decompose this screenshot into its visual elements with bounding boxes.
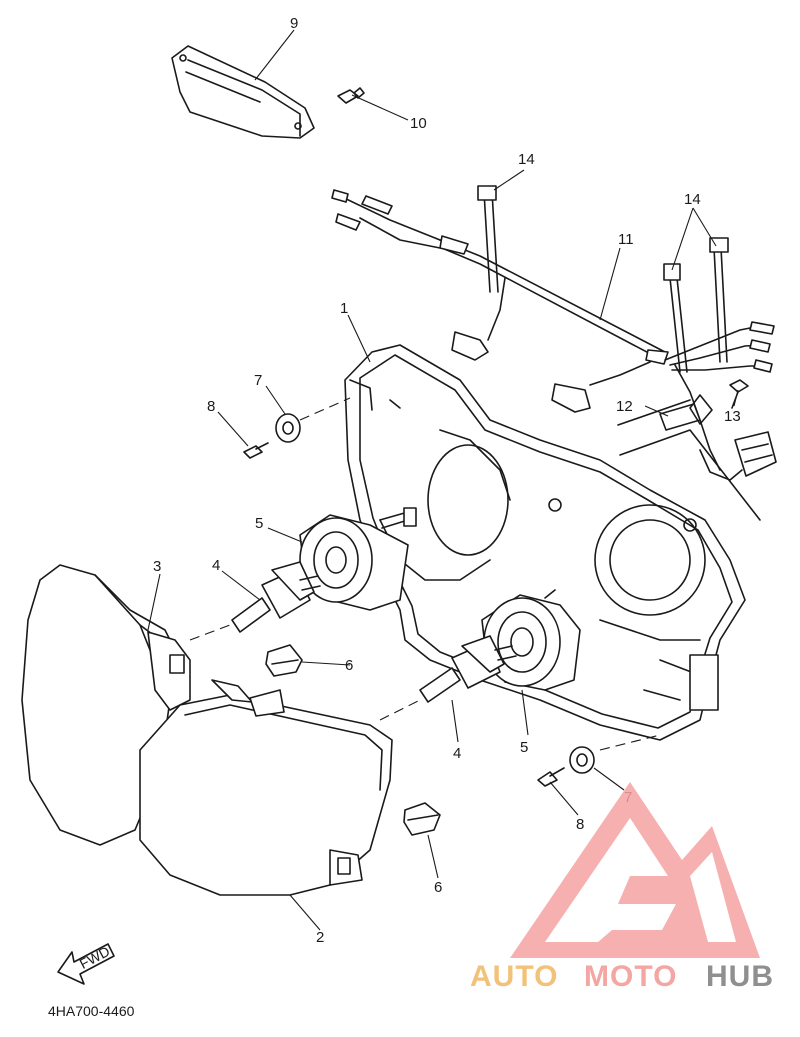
part-8-screw-upper <box>243 442 269 459</box>
part-12-sleeve <box>617 394 761 521</box>
callout-9: 9 <box>290 15 298 32</box>
callout-4-lower: 4 <box>453 745 461 762</box>
part-13-bolt <box>729 379 749 409</box>
watermark-text-auto: AUTO <box>470 960 558 993</box>
callout-3: 3 <box>153 558 161 575</box>
part-8-screw-lower <box>537 767 565 787</box>
callout-14-top: 14 <box>518 151 535 168</box>
part-7-damper-lower <box>569 746 595 774</box>
part-10-screw <box>337 87 365 104</box>
callout-11: 11 <box>618 231 634 248</box>
part-code: 4HA700-4460 <box>48 1003 135 1019</box>
leader-lines <box>147 29 739 931</box>
part-7-damper-upper <box>275 413 301 443</box>
callout-13: 13 <box>724 408 741 425</box>
watermark-logo-icon <box>510 782 760 958</box>
callout-5-upper: 5 <box>255 515 263 532</box>
callout-6-lower: 6 <box>434 879 442 896</box>
callout-8-upper: 8 <box>207 398 215 415</box>
harness-connector <box>699 431 777 481</box>
callout-4-upper: 4 <box>212 557 220 574</box>
callout-6-upper: 6 <box>345 657 353 674</box>
watermark-text-hub: HUB <box>706 960 774 993</box>
callout-5-lower: 5 <box>520 739 528 756</box>
part-4-bulb-lower <box>419 635 517 703</box>
callout-14-right: 14 <box>684 191 701 208</box>
part-1-housing <box>344 344 746 741</box>
part-6-grommet-upper <box>265 644 303 677</box>
callout-7-upper: 7 <box>254 372 262 389</box>
part-5-socket-lower <box>481 589 581 691</box>
fwd-arrow: FWD <box>57 943 115 985</box>
callout-2: 2 <box>316 929 324 946</box>
part-3-lens-left <box>21 564 191 846</box>
part-5-socket-upper <box>299 507 417 611</box>
part-2-lens-right <box>139 679 393 896</box>
watermark-text-moto: MOTO <box>584 960 677 993</box>
fwd-label: FWD <box>77 943 113 972</box>
callout-8-lower: 8 <box>576 816 584 833</box>
part-4-bulb-upper <box>231 561 321 633</box>
callout-10: 10 <box>410 115 427 132</box>
part-6-grommet-lower <box>403 802 441 836</box>
callout-12: 12 <box>616 398 633 415</box>
part-9-cover <box>171 45 315 139</box>
part-14-clamps <box>477 185 729 373</box>
callout-1: 1 <box>340 300 348 317</box>
